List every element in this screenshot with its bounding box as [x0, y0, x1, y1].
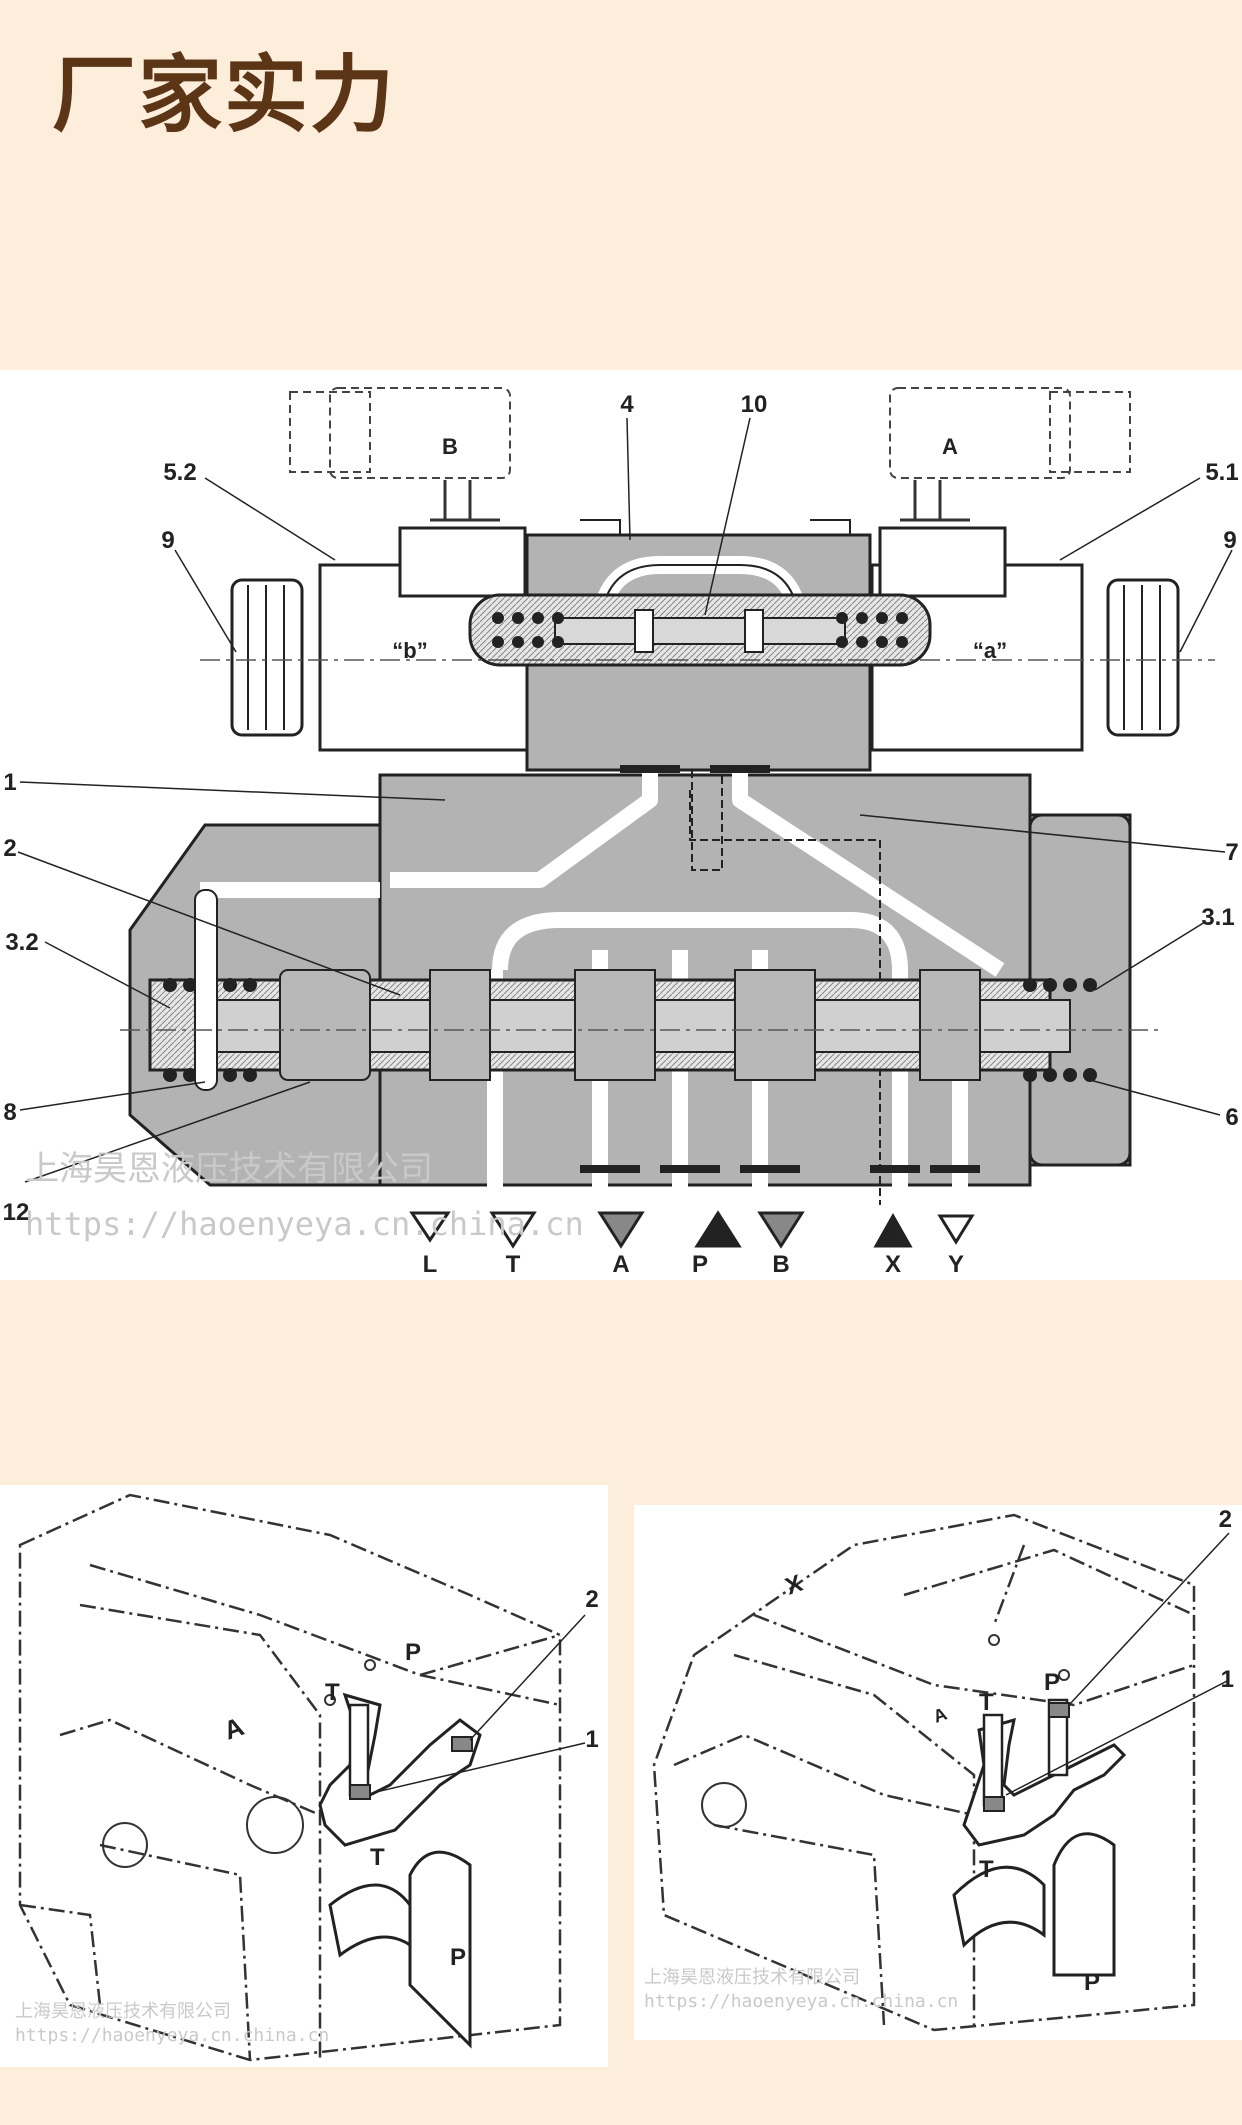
left-solenoid-connector [289, 387, 511, 479]
right-port-t-bottom-label: T [979, 1856, 994, 1883]
left-iso-callout-2: 2 [585, 1586, 598, 1613]
port-l-label: L [423, 1251, 438, 1278]
callout-4: 4 [620, 391, 634, 418]
left-iso-leaders [371, 1614, 586, 1794]
left-iso-callout-1: 1 [585, 1726, 598, 1753]
port-t-top-label: T [325, 1679, 340, 1706]
valve-section-svg: B A “b” “a” [3, 387, 1239, 1278]
solenoid-a-label: A [942, 434, 958, 459]
valve-section-diagram: B A “b” “a” [0, 370, 1242, 1280]
leader-lines [17, 417, 1233, 1183]
port-y-label: Y [948, 1251, 964, 1278]
callout-7: 7 [1225, 839, 1238, 866]
right-isometric-diagram: X A T P T P 2 1 上海昊恩液压技术有限公司 https://hao… [634, 1505, 1242, 2040]
callout-10: 10 [741, 391, 768, 418]
port-y-symbol [937, 1214, 975, 1245]
port-p-label: P [692, 1251, 708, 1278]
right-isometric-svg: X A T P T P 2 1 上海昊恩液压技术有限公司 https://hao… [644, 1506, 1234, 2032]
port-a-label: A [612, 1251, 629, 1278]
port-b-label: B [772, 1251, 789, 1278]
pilot-springs [492, 612, 908, 648]
port-p-bottom-label: P [450, 1944, 466, 1971]
callout-9-right: 9 [1223, 527, 1236, 554]
port-labels: L T A P B X Y [423, 1251, 964, 1278]
port-b-symbol [757, 1211, 805, 1249]
left-watermark-url: https://haoenyeya.cn.china.cn [15, 2025, 329, 2046]
tube-t [348, 1703, 370, 1797]
callout-5-1: 5.1 [1205, 459, 1238, 486]
watermark-company: 上海昊恩液压技术有限公司 [25, 1149, 433, 1189]
right-port-t-top-label: T [979, 1689, 994, 1716]
port-x-symbol [873, 1212, 913, 1248]
callout-3-1: 3.1 [1201, 904, 1234, 931]
flow-channels-right [952, 1717, 1127, 1977]
left-solenoid-terminals [430, 480, 500, 522]
port-symbols [409, 1210, 975, 1249]
right-iso-callout-1: 1 [1221, 1666, 1234, 1693]
spool-lands [279, 969, 981, 1081]
right-solenoid-terminals [900, 480, 970, 522]
right-port-p-bottom-label: P [1084, 1969, 1100, 1996]
port-l-symbol [409, 1211, 451, 1243]
right-solenoid-connector [889, 387, 1131, 479]
position-a-label: “a” [973, 638, 1007, 663]
right-iso-leaders [1005, 1532, 1230, 1796]
right-manual-override [1106, 578, 1180, 737]
port-t-label: T [506, 1251, 521, 1278]
face-a-label: A [220, 1711, 248, 1746]
callout-1: 1 [3, 769, 16, 796]
port-t-symbol [489, 1211, 537, 1249]
port-seals [580, 765, 980, 1173]
left-watermark-company: 上海昊恩液压技术有限公司 [15, 2001, 231, 2022]
right-port-p-top-label: P [1044, 1669, 1060, 1696]
page-title: 厂家实力 [52, 46, 397, 144]
callout-5-2: 5.2 [163, 459, 196, 486]
left-isometric-svg: A T P T P 2 1 上海昊恩液压技术有限公司 https://haoen… [15, 1493, 599, 2062]
watermark-url: https://haoenyeya.cn.china.cn [25, 1205, 584, 1243]
port-p-top-label: P [405, 1639, 421, 1666]
face-x-label: X [782, 1570, 806, 1601]
right-watermark-company: 上海昊恩液压技术有限公司 [644, 1967, 860, 1988]
callout-9-left: 9 [161, 527, 174, 554]
right-plug-socket [878, 526, 1007, 598]
callout-3-2: 3.2 [5, 929, 38, 956]
face-a-label-right: A [931, 1704, 950, 1727]
solenoid-b-label: B [442, 434, 458, 459]
callout-6: 6 [1225, 1104, 1238, 1131]
port-p-symbol [694, 1210, 742, 1248]
callout-2: 2 [3, 835, 16, 862]
callout-8: 8 [3, 1099, 16, 1126]
left-plug-socket [398, 526, 527, 598]
right-watermark-url: https://haoenyeya.cn.china.cn [644, 1991, 958, 2012]
left-manual-override [230, 578, 304, 737]
right-iso-callout-2: 2 [1219, 1506, 1232, 1533]
callout-12: 12 [3, 1199, 30, 1226]
port-t-bottom-label: T [370, 1844, 385, 1871]
port-x-label: X [885, 1251, 901, 1278]
left-isometric-diagram: A T P T P 2 1 上海昊恩液压技术有限公司 https://haoen… [0, 1485, 608, 2067]
port-a-symbol [597, 1211, 645, 1249]
position-b-label: “b” [392, 638, 427, 663]
callouts: 4 10 5.2 5.1 9 9 1 2 3.2 8 12 7 3.1 6 [3, 391, 1239, 1226]
